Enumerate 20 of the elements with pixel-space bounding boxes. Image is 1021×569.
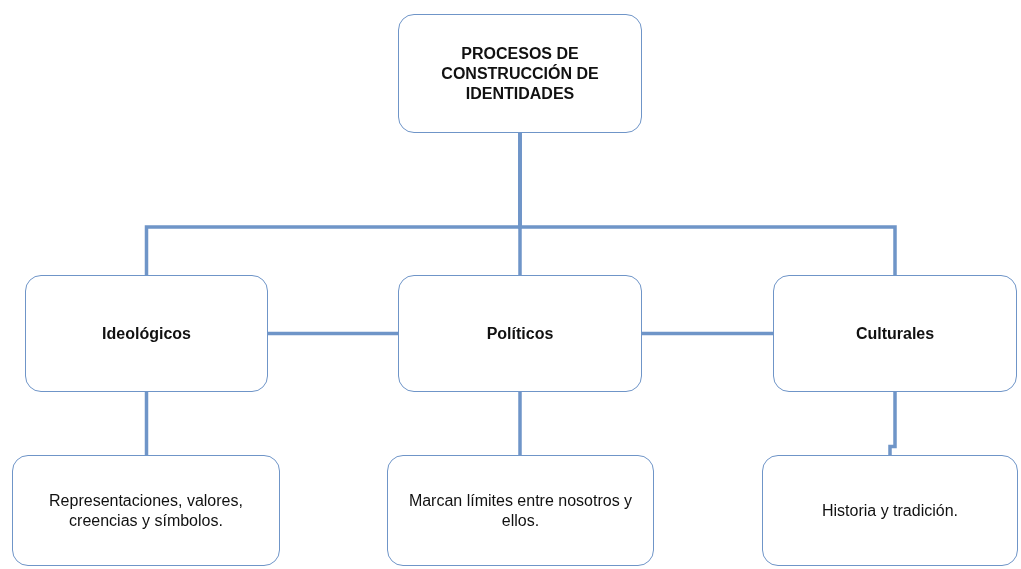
rounded-box [762,455,1018,566]
connector-line [518,392,522,455]
connector-line [642,331,773,336]
heading-text: Culturales [855,323,935,344]
rounded-box [387,455,654,566]
connector-line [518,133,897,275]
description-text: Representaciones, valores, creencias y símbolos. [48,490,244,531]
connector-line [144,392,149,455]
rounded-box [25,275,268,392]
connector-line [888,392,897,455]
connector-line [268,331,398,336]
rounded-box [773,275,1017,392]
description-text: Historia y tradición. [821,500,958,521]
heading-text: Ideológicos [102,323,191,344]
heading-text: Políticos [486,323,554,344]
rounded-box [398,275,642,392]
rounded-box [12,455,280,566]
heading-text: PROCESOS DE CONSTRUCCIÓN DE IDENTIDADES [440,43,600,104]
description-text: Marcan límites entre nosotros y ellos. [407,490,634,531]
rounded-box [398,14,642,133]
